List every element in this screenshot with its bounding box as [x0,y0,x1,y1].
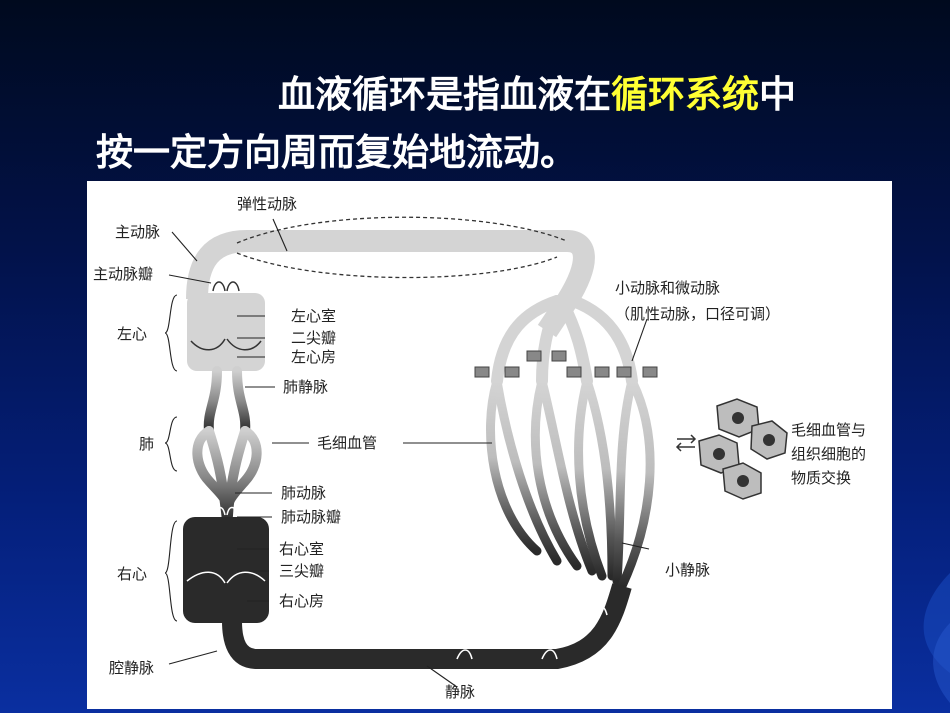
left-heart-chamber [187,293,265,371]
label-left-atrium: 左心房 [291,348,336,366]
label-exchange-1: 毛细血管与 [791,421,866,439]
slide-title: 血液循环是指血液在循环系统中 按一定方向周而复始地流动。 [0,66,950,182]
circulation-svg: 弹性动脉 主动脉 主动脉瓣 左心 左心室 二尖瓣 左心房 肺静脉 肺 毛细血管 … [93,195,866,701]
label-right-atrium: 右心房 [279,592,324,610]
title-prefix: 血液循环是指血液在 [278,73,611,116]
label-lung: 肺 [139,435,154,453]
label-bicuspid-valve: 二尖瓣 [291,329,336,347]
label-vena-cava: 腔静脉 [109,659,154,677]
title-line-1: 血液循环是指血液在循环系统中 [0,66,950,124]
label-tricuspid-valve: 三尖瓣 [279,562,324,580]
label-arterioles: 小动脉和微动脉 [615,279,720,297]
label-vein: 静脉 [445,683,475,701]
title-line-2: 按一定方向周而复始地流动。 [96,131,577,174]
label-exchange-2: 组织细胞的 [791,445,866,463]
exchange-arrows-icon [675,434,697,452]
label-pulmonary-vein: 肺静脉 [283,378,328,396]
arteriole-sphincters [474,350,658,378]
title-highlight: 循环系统 [611,73,759,116]
label-capillary: 毛细血管 [317,434,377,452]
label-pulmonary-valve: 肺动脉瓣 [281,508,341,526]
label-right-ventricle: 右心室 [279,540,324,558]
elastic-artery-dashed [236,216,568,244]
label-pulmonary-artery: 肺动脉 [281,484,326,502]
circulation-diagram: 弹性动脉 主动脉 主动脉瓣 左心 左心室 二尖瓣 左心房 肺静脉 肺 毛细血管 … [87,181,892,709]
label-arterioles-note: （肌性动脉，口径可调） [615,305,780,323]
leader-lines [168,218,650,688]
label-exchange-3: 物质交换 [791,469,851,487]
label-left-heart: 左心 [117,325,147,343]
right-heart-chamber [183,517,269,623]
label-venule: 小静脉 [665,561,710,579]
decorative-swoosh [923,573,950,703]
systemic-capillary-bed [486,376,655,591]
label-elastic-artery: 弹性动脉 [237,195,297,213]
label-right-heart: 右心 [117,565,147,583]
pulmonary-circuit [192,366,262,526]
label-left-ventricle: 左心室 [291,307,336,325]
vein-vessel [222,583,632,669]
label-aorta: 主动脉 [115,223,160,241]
aorta-vessel [186,230,595,338]
label-aortic-valve: 主动脉瓣 [93,265,153,283]
title-suffix: 中 [759,73,796,116]
